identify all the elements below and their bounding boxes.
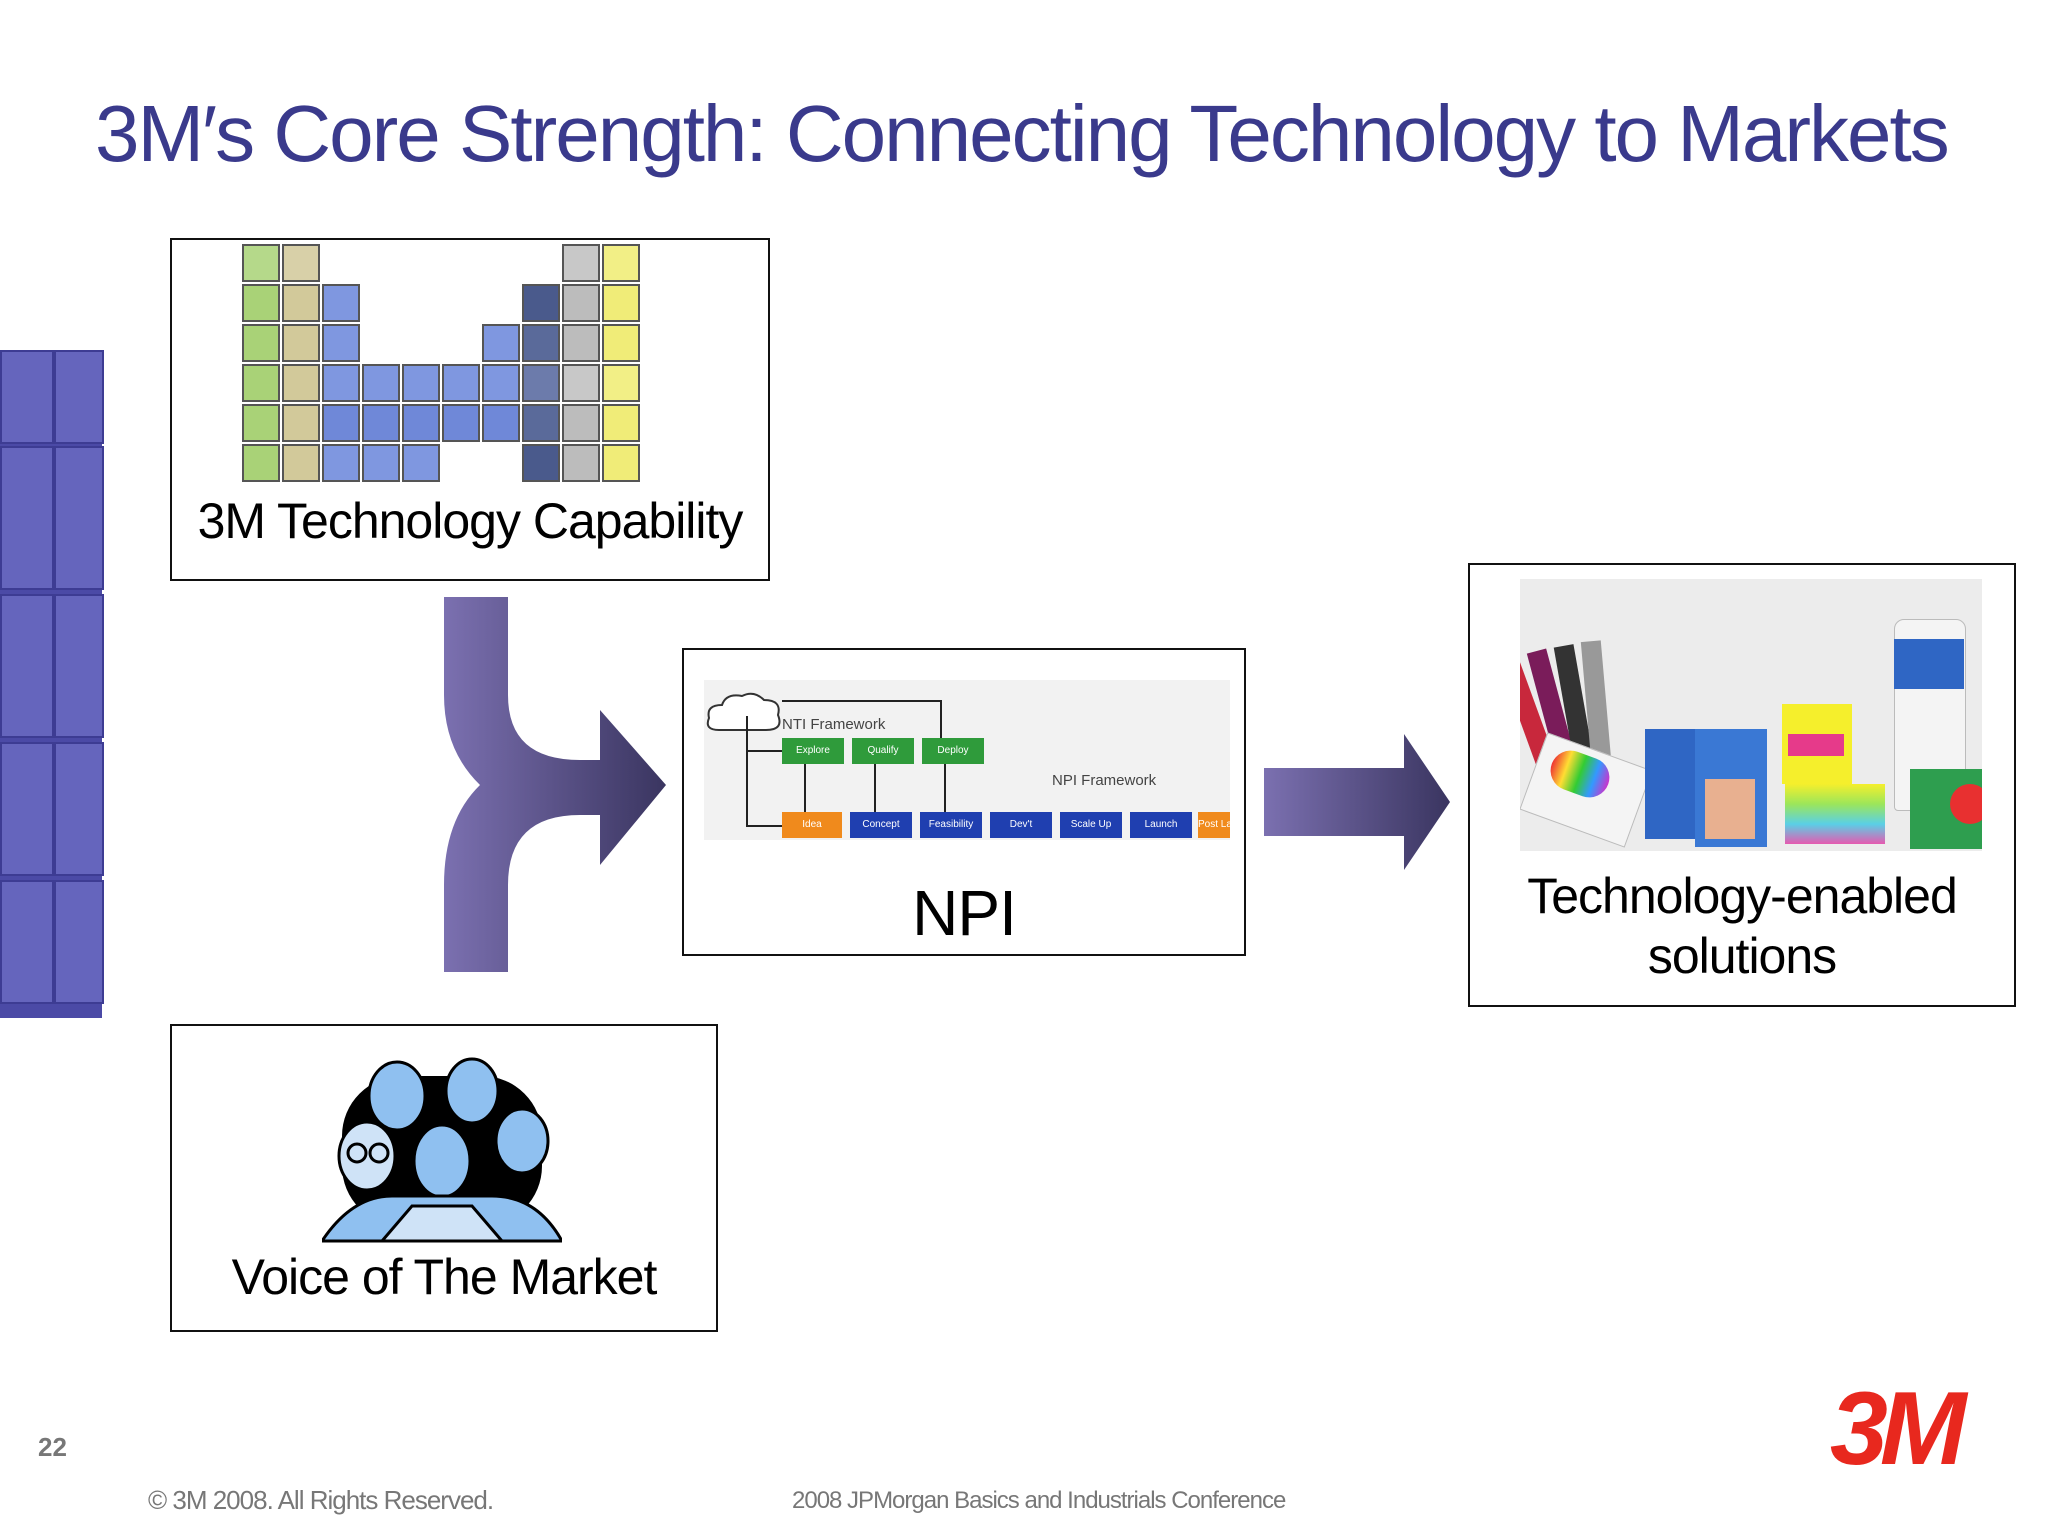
voice-of-market-label: Voice of The Market bbox=[231, 1249, 658, 1305]
npi-stage-scale-up: Scale Up bbox=[1060, 812, 1122, 838]
solutions-label-line2: solutions bbox=[1647, 928, 1837, 984]
npi-stage-feasibility: Feasibility bbox=[920, 812, 982, 838]
decorative-sidebar bbox=[0, 350, 104, 1018]
page-number: 22 bbox=[38, 1432, 67, 1462]
merge-arrow bbox=[444, 597, 666, 972]
slide-title: 3M′s Core Strength: Connecting Technolog… bbox=[95, 89, 1950, 178]
periodic-table-graphic bbox=[242, 244, 642, 484]
voice-of-market-box: Voice of The Market bbox=[170, 1024, 718, 1332]
products-photo bbox=[1520, 579, 1982, 851]
npi-stage-idea: Idea bbox=[782, 812, 842, 838]
nti-stage-explore: Explore bbox=[782, 738, 844, 764]
people-group-icon bbox=[322, 1057, 562, 1243]
npi-stage-concept: Concept bbox=[850, 812, 912, 838]
3m-logo: 3M bbox=[1830, 1371, 1967, 1487]
npi-framework-label: NPI Framework bbox=[1052, 772, 1157, 789]
technology-capability-box: 3M Technology Capability bbox=[170, 238, 770, 581]
nti-stage-deploy: Deploy bbox=[922, 738, 984, 764]
npi-stage-devt: Dev't bbox=[990, 812, 1052, 838]
npi-framework-graphic: NTI Framework NPI Framework Explore Qual… bbox=[704, 680, 1230, 840]
npi-stage-post-launch: Post Launch bbox=[1198, 812, 1230, 838]
solutions-box: Technology-enabled solutions bbox=[1468, 563, 2016, 1007]
nti-framework-label: NTI Framework bbox=[782, 716, 886, 733]
npi-label: NPI bbox=[912, 877, 1017, 949]
npi-stage-launch: Launch bbox=[1130, 812, 1192, 838]
solutions-label-line1: Technology-enabled bbox=[1527, 868, 1958, 924]
right-arrow bbox=[1264, 734, 1450, 870]
cloud-icon bbox=[706, 692, 781, 731]
npi-box: NTI Framework NPI Framework Explore Qual… bbox=[682, 648, 1246, 956]
technology-capability-label: 3M Technology Capability bbox=[197, 493, 744, 549]
copyright-text: © 3M 2008. All Rights Reserved. bbox=[148, 1485, 494, 1515]
nti-stage-qualify: Qualify bbox=[852, 738, 914, 764]
conference-text: 2008 JPMorgan Basics and Industrials Con… bbox=[792, 1487, 1286, 1514]
